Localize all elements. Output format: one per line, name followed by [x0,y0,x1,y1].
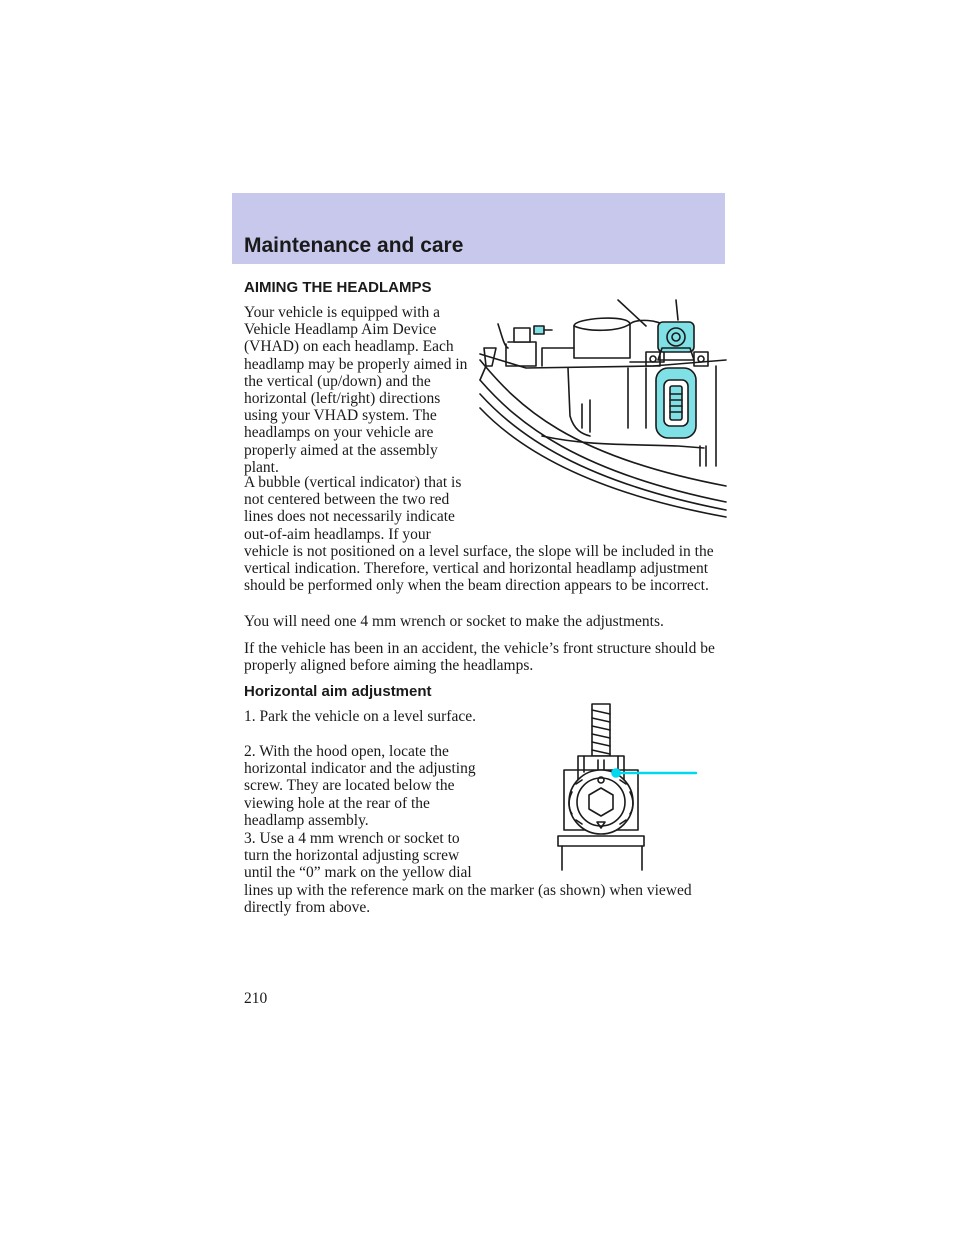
paragraph-accident: If the vehicle has been in an accident, … [244,640,715,675]
subsection-heading: Horizontal aim adjustment [244,683,432,700]
section-heading: AIMING THE HEADLAMPS [244,279,432,296]
paragraph-bubble-part2: vehicle is not positioned on a level sur… [244,543,714,595]
page-number: 210 [244,990,268,1007]
paragraph-bubble-part1: A bubble (vertical indicator) that is no… [244,474,462,543]
header-band: Maintenance and care [232,193,725,264]
paragraph-wrench: You will need one 4 mm wrench or socket … [244,613,664,630]
paragraph-vhad-intro: Your vehicle is equipped with a Vehicle … [244,304,468,476]
step-3-part2: lines up with the reference mark on the … [244,882,692,917]
step-3-part1: 3. Use a 4 mm wrench or socket to turn t… [244,830,472,882]
headlamp-assembly-illustration [479,299,727,518]
step-1: 1. Park the vehicle on a level surface. [244,708,476,725]
step-2: 2. With the hood open, locate the horizo… [244,743,476,829]
horizontal-indicator-illustration [557,703,698,871]
page-header-title: Maintenance and care [244,234,464,257]
